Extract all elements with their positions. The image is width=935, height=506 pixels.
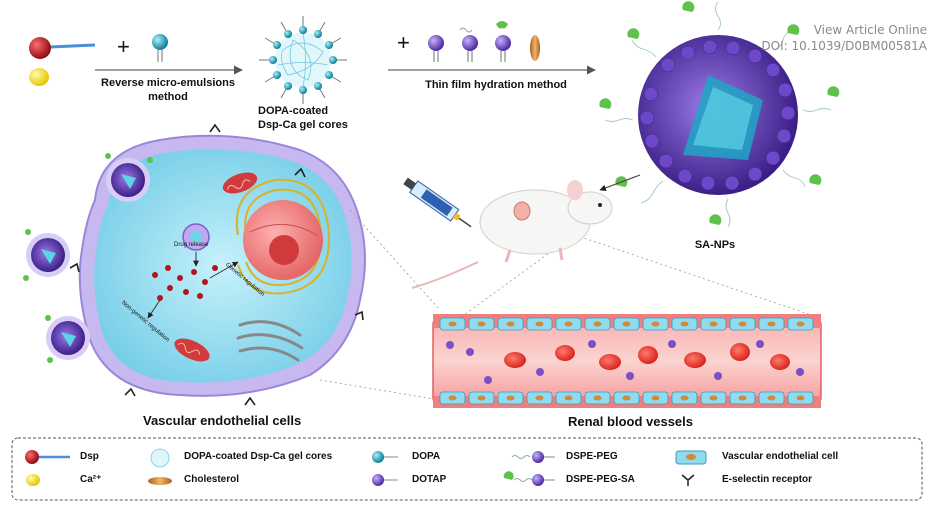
blood-vessel-diagram	[432, 314, 822, 408]
step2-label: Thin film hydration method	[425, 79, 567, 91]
sa-nanoparticle-icon	[599, 1, 840, 228]
endothelial-nucleus	[535, 321, 544, 327]
core-label: DOPA-coated Dsp-Ca gel cores	[258, 104, 350, 132]
core-line2: Dsp-Ca gel cores	[258, 119, 348, 131]
endothelial-nucleus	[680, 395, 689, 401]
endothelial-nucleus	[564, 395, 573, 401]
endothelial-nucleus	[506, 321, 515, 327]
zoom-connectors	[319, 209, 821, 401]
endothelial-nucleus	[738, 321, 747, 327]
endothelial-cell-diagram	[69, 123, 366, 406]
endothelial-nucleus	[709, 395, 718, 401]
plus-sign-1: +	[117, 34, 130, 59]
endothelial-nucleus	[767, 321, 776, 327]
product-label: SA-NPs	[694, 239, 736, 251]
legend-dspe-peg-sa: DSPE-PEG-SA	[566, 474, 635, 485]
legend-dotap: DOTAP	[412, 474, 447, 485]
endothelial-nucleus	[680, 321, 689, 327]
endothelial-nucleus	[622, 321, 631, 327]
core-line1: DOPA-coated	[258, 105, 329, 117]
endothelial-nucleus	[796, 395, 805, 401]
lipid-molecules-group	[428, 21, 540, 62]
legend-ca: Ca²⁺	[80, 474, 102, 485]
endothelial-nucleus	[477, 321, 486, 327]
endothelial-nucleus	[448, 395, 457, 401]
endothelial-nucleus	[593, 321, 602, 327]
endothelial-nucleus	[448, 321, 457, 327]
mouse-icon	[411, 180, 613, 289]
arrow-to-mouse	[599, 174, 641, 192]
endothelial-nucleus	[564, 321, 573, 327]
mitochondrion-icon	[222, 172, 258, 194]
endothelial-nucleus	[506, 395, 515, 401]
bound-nanoparticle-icon	[23, 153, 153, 363]
dsp-molecule	[29, 37, 96, 59]
endothelial-nucleus	[796, 321, 805, 327]
endothelial-nucleus	[593, 395, 602, 401]
mitochondrion-icon	[174, 338, 210, 362]
plus-sign-2: +	[397, 30, 410, 55]
endothelial-nucleus	[767, 395, 776, 401]
legend-dsp: Dsp	[80, 451, 99, 462]
golgi-icon	[236, 320, 304, 362]
endothelial-nucleus	[651, 395, 660, 401]
endothelial-nucleus	[622, 395, 631, 401]
step1-label: Reverse micro-emulsions method	[92, 76, 244, 104]
legend-core: DOPA-coated Dsp-Ca gel cores	[184, 451, 333, 462]
endothelial-nucleus	[709, 321, 718, 327]
doi-text[interactable]: DOI: 10.1039/D0BM00581A	[761, 39, 927, 53]
doi-link[interactable]: View Article Online DOI: 10.1039/D0BM005…	[761, 22, 927, 54]
cell-title: Vascular endothelial cells	[143, 413, 302, 428]
dopa-molecule	[152, 34, 168, 62]
view-article-link[interactable]: View Article Online	[813, 23, 927, 37]
drug-release-label: Drug release	[174, 242, 209, 248]
legend-cholesterol: Cholesterol	[184, 474, 240, 485]
calcium-ion	[29, 68, 49, 86]
endothelial-nucleus	[651, 321, 660, 327]
endothelial-nucleus	[535, 395, 544, 401]
legend-icons	[25, 448, 707, 486]
vessel-title: Renal blood vessels	[568, 414, 693, 429]
endothelial-nucleus	[738, 395, 747, 401]
legend-dopa: DOPA	[412, 451, 441, 462]
step1-line2: method	[148, 91, 188, 103]
step1-line1: Reverse micro-emulsions	[101, 77, 235, 89]
legend-box	[11, 437, 923, 501]
syringe-icon	[403, 177, 472, 228]
legend-endothelial: Vascular endothelial cell	[722, 451, 839, 462]
legend-receptor: E-selectin receptor	[722, 474, 813, 485]
endothelial-nucleus	[477, 395, 486, 401]
dopa-coated-core-icon	[259, 16, 347, 104]
legend-dspe-peg: DSPE-PEG	[566, 451, 618, 462]
